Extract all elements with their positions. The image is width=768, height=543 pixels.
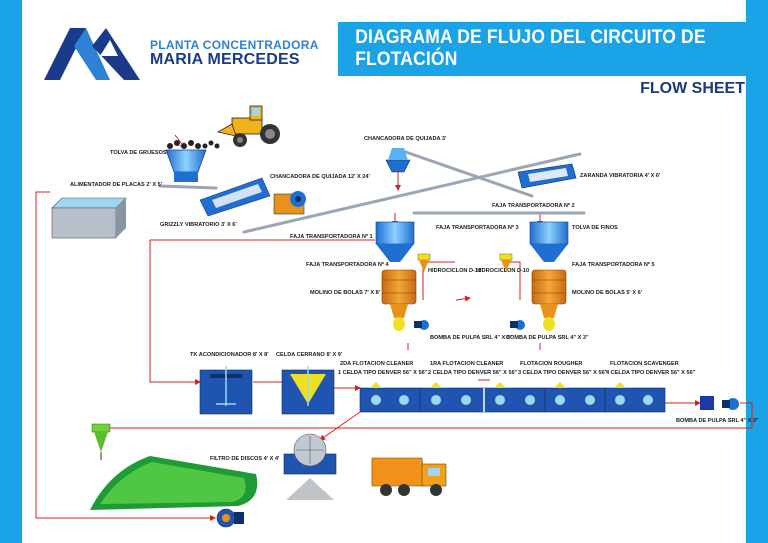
label-faja-5: FAJA TRANSPORTADORA Nº 5 bbox=[572, 262, 655, 268]
label-cleaner2-b: 1 CELDA TIPO DENVER 56" X 56" bbox=[338, 370, 428, 376]
coarse-hopper bbox=[165, 149, 207, 182]
label-scavenger-a: FLOTACION SCAVENGER bbox=[610, 361, 679, 367]
label-hidrociclon-10: HIDROCICLON D-10 bbox=[476, 268, 529, 274]
fine-ore-hopper-2 bbox=[529, 221, 569, 262]
ball-mill-7x8 bbox=[381, 269, 417, 331]
company-logo bbox=[44, 28, 140, 80]
faja-2-belt bbox=[398, 148, 534, 198]
cone-crusher-3 bbox=[385, 148, 411, 173]
tailings-pump bbox=[216, 508, 244, 528]
label-rougher-b: 3 CELDA TIPO DENVER 56" X 56" bbox=[518, 370, 608, 376]
label-chancadora-12: CHANCADORA DE QUIJADA 12' X 24' bbox=[270, 174, 371, 180]
hydrocyclone-d12 bbox=[417, 253, 431, 272]
label-cleaner1-a: 1RA FLOTACION CLEANER bbox=[430, 361, 503, 367]
title-banner bbox=[338, 22, 768, 76]
label-faja-3: FAJA TRANSPORTADORA Nº 3 bbox=[436, 225, 519, 231]
label-celda-cerrano: CELDA CERRANO 8' X 9' bbox=[276, 352, 343, 358]
flotation-bank bbox=[359, 382, 666, 413]
label-cleaner2-a: 2DA FLOTACION CLEANER bbox=[340, 361, 413, 367]
conveyors bbox=[158, 148, 586, 234]
hydrocyclone-tailings bbox=[91, 423, 111, 460]
label-tk-acondicionador: TK ACONDICIONADOR 8' X 8' bbox=[190, 352, 269, 358]
slurry-pump-2 bbox=[510, 320, 525, 330]
page-title: DIAGRAMA DE FLUJO DEL CIRCUITO DE FLOTAC… bbox=[355, 27, 706, 70]
faja-1-belt bbox=[242, 152, 582, 234]
dump-truck-icon bbox=[371, 457, 447, 496]
label-faja-4: FAJA TRANSPORTADORA Nº 4 bbox=[306, 262, 390, 268]
hydrocyclone-d10 bbox=[499, 253, 513, 272]
label-tolva-gruesos: TOLVA DE GRUESOS bbox=[110, 150, 167, 156]
grizzly-screen bbox=[199, 177, 271, 217]
fine-ore-hopper-1 bbox=[375, 221, 415, 262]
disc-filter bbox=[283, 433, 337, 500]
vibrating-screen bbox=[517, 163, 577, 189]
label-faja-2: FAJA TRANSPORTADORA Nº 2 bbox=[492, 203, 575, 209]
label-bomba-1: BOMBA DE PULPA SRL 4" X 3" bbox=[430, 335, 513, 341]
jaw-crusher-12x24 bbox=[273, 191, 306, 215]
plate-feeder bbox=[51, 197, 127, 239]
label-rougher-a: FLOTACION ROUGHER bbox=[520, 361, 582, 367]
label-chancadora-3: CHANCADORA DE QUIJADA 3' bbox=[364, 136, 447, 142]
label-filtro: FILTRO DE DISCOS 4' X 4' bbox=[210, 456, 280, 462]
label-bomba-2: BOMBA DE PULPA SRL 4" X 3" bbox=[506, 335, 589, 341]
label-bomba-3: BOMBA DE PULPA SRL 4" X 3" bbox=[676, 418, 759, 424]
coarse-ore-pile bbox=[167, 140, 220, 149]
label-zaranda: ZARANDA VIBRATORIA 4' X 6' bbox=[580, 173, 661, 179]
label-faja-1: FAJA TRANSPORTADORA Nº 1 bbox=[290, 234, 373, 240]
label-molino-5: MOLINO DE BOLAS 5' X 6' bbox=[572, 290, 643, 296]
ball-mill-5x6 bbox=[531, 269, 567, 331]
faja-feeder-belt bbox=[158, 184, 218, 190]
tailings-deposit bbox=[90, 456, 258, 510]
label-scavenger-b: 4 CELDA TIPO DENVER 56" X 56" bbox=[606, 370, 696, 376]
label-grizzly: GRIZZLY VIBRATORIO 3' X 6' bbox=[160, 222, 237, 228]
front-loader-icon bbox=[216, 105, 280, 147]
cerrano-cell bbox=[281, 366, 335, 415]
label-cleaner1-b: 2 CELDA TIPO DENVER 56" X 56" bbox=[428, 370, 518, 376]
slurry-pump-3 bbox=[700, 396, 739, 410]
label-tolva-finos: TOLVA DE FINOS bbox=[572, 225, 618, 231]
left-accent-bar bbox=[0, 0, 22, 543]
slurry-pump-1 bbox=[414, 320, 429, 330]
label-molino-7: MOLINO DE BOLAS 7' X 8' bbox=[310, 290, 381, 296]
label-hidrociclon-12: HIDROCICLON D-12 bbox=[428, 268, 481, 274]
conditioning-tank bbox=[199, 366, 253, 415]
equipment-labels: TOLVA DE GRUESOS ALIMENTADOR DE PLACAS 2… bbox=[70, 136, 759, 462]
brand-line-1: PLANTA CONCENTRADORA bbox=[150, 38, 319, 52]
brand-line-2: MARIA MERCEDES bbox=[150, 51, 300, 68]
label-alimentador: ALIMENTADOR DE PLACAS 2' X 5' bbox=[70, 182, 163, 188]
flow-sheet-subtitle: FLOW SHEET bbox=[640, 80, 745, 97]
